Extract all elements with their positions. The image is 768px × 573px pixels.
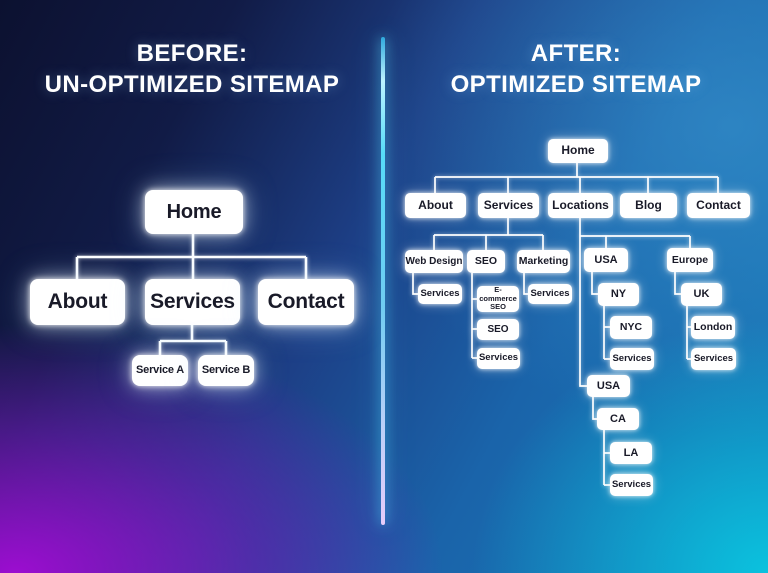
- after-node-about: About: [405, 193, 466, 218]
- after-connector-21: [523, 273, 528, 295]
- after-node-london: London: [691, 316, 735, 339]
- after-node-home: Home: [548, 139, 608, 163]
- after-node-nyc: NYC: [610, 316, 652, 339]
- before-title: BEFORE: UN-OPTIMIZED SITEMAP: [0, 38, 384, 100]
- before-node-services: Services: [145, 279, 240, 325]
- after-node-ca: CA: [597, 408, 639, 430]
- after-node-contact: Contact: [687, 193, 750, 218]
- before-node-service-a: Service A: [132, 355, 188, 386]
- after-title-line1: AFTER:: [530, 40, 622, 67]
- before-title-line1: BEFORE:: [136, 40, 248, 67]
- after-node-blog: Blog: [620, 193, 677, 218]
- after-node-seo-services: Services: [477, 348, 520, 369]
- after-title: AFTER: OPTIMIZED SITEMAP: [384, 38, 768, 100]
- after-node-seo: SEO: [467, 250, 505, 273]
- after-node-uk: UK: [681, 283, 722, 306]
- after-connector-30: [592, 397, 597, 420]
- after-node-web-design-services: Services: [418, 284, 462, 304]
- before-node-service-b: Service B: [198, 355, 254, 386]
- after-connector-26: [674, 272, 681, 295]
- after-node-uk-services: Services: [691, 348, 736, 370]
- after-connector-16: [412, 273, 418, 295]
- before-node-contact: Contact: [258, 279, 354, 325]
- after-node-ny: NY: [598, 283, 639, 306]
- after-node-seo-seo: SEO: [477, 319, 519, 340]
- after-node-web-design: Web Design: [405, 250, 463, 273]
- after-node-europe: Europe: [667, 248, 713, 272]
- before-node-about: About: [30, 279, 125, 325]
- after-node-locations: Locations: [548, 193, 613, 218]
- after-title-line2: OPTIMIZED SITEMAP: [450, 71, 702, 99]
- after-node-la: LA: [610, 442, 652, 464]
- after-node-services: Services: [478, 193, 539, 218]
- after-node-ny-services: Services: [610, 348, 654, 370]
- after-node-ca-services: Services: [610, 474, 653, 496]
- before-node-home: Home: [145, 190, 243, 234]
- after-node-usa-1: USA: [584, 248, 628, 272]
- after-node-marketing-services: Services: [528, 284, 572, 304]
- after-node-ecommerce-seo: E-commerce SEO: [477, 285, 519, 312]
- after-connector-12: [579, 218, 587, 387]
- after-node-marketing: Marketing: [517, 250, 570, 273]
- divider-line: [381, 37, 385, 525]
- before-title-line2: UN-OPTIMIZED SITEMAP: [44, 71, 340, 99]
- after-node-usa-2: USA: [587, 375, 630, 397]
- after-connector-22: [591, 272, 598, 295]
